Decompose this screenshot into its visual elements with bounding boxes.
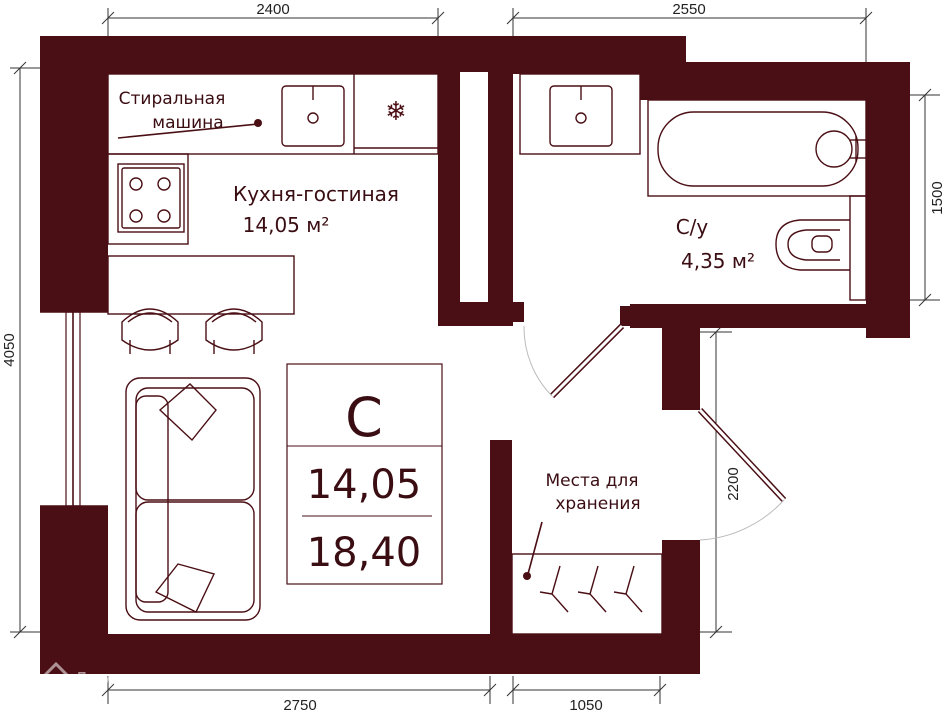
washing-machine-label-line2: машина xyxy=(152,113,223,133)
svg-text:❄: ❄ xyxy=(385,97,407,127)
fridge-icon: ❄ xyxy=(385,97,407,127)
entrance-door xyxy=(697,407,787,541)
apartment-type: С xyxy=(345,386,383,449)
dim-right-lower: 2200 xyxy=(725,467,742,500)
kitchen-room-name: Кухня-гостиная xyxy=(233,182,399,206)
watermark-text: Домклик xyxy=(74,669,153,691)
storage-closet xyxy=(511,521,663,635)
dim-bottom-left: 2750 xyxy=(283,697,316,713)
storage-label-line1: Места для xyxy=(545,471,638,491)
bathroom-door xyxy=(523,323,625,399)
dim-right-upper: 1500 xyxy=(929,181,946,214)
domclick-logo-icon xyxy=(42,661,70,692)
bath-sink-icon xyxy=(519,73,641,155)
living-area-value: 14,05 xyxy=(307,462,422,508)
total-area-value: 18,40 xyxy=(307,530,422,576)
bathtub-icon xyxy=(647,99,867,197)
dimension-lines xyxy=(10,8,940,704)
bathroom-room-area: 4,35 м² xyxy=(681,249,755,273)
kitchen-counter xyxy=(107,73,439,315)
sink-icon xyxy=(281,85,345,147)
apartment-summary-box xyxy=(286,363,443,585)
bar-stool-icon xyxy=(121,308,263,354)
toilet-icon xyxy=(775,195,867,301)
kitchen-room-area: 14,05 м² xyxy=(243,213,330,237)
washing-machine-marker xyxy=(117,119,262,139)
bathroom-room-name: С/у xyxy=(676,215,709,239)
dim-left: 4050 xyxy=(1,333,18,366)
washing-machine-label-line1: Стиральная xyxy=(119,89,226,109)
dim-bottom-right: 1050 xyxy=(569,697,602,713)
stove-icon xyxy=(117,163,185,233)
hanger-icon xyxy=(539,565,643,613)
sofa-icon xyxy=(125,377,261,621)
storage-label-line2: хранения xyxy=(555,494,640,514)
dim-top-right: 2550 xyxy=(672,1,705,18)
dim-top-left: 2400 xyxy=(256,1,289,18)
walls xyxy=(40,36,910,674)
window xyxy=(40,311,108,507)
